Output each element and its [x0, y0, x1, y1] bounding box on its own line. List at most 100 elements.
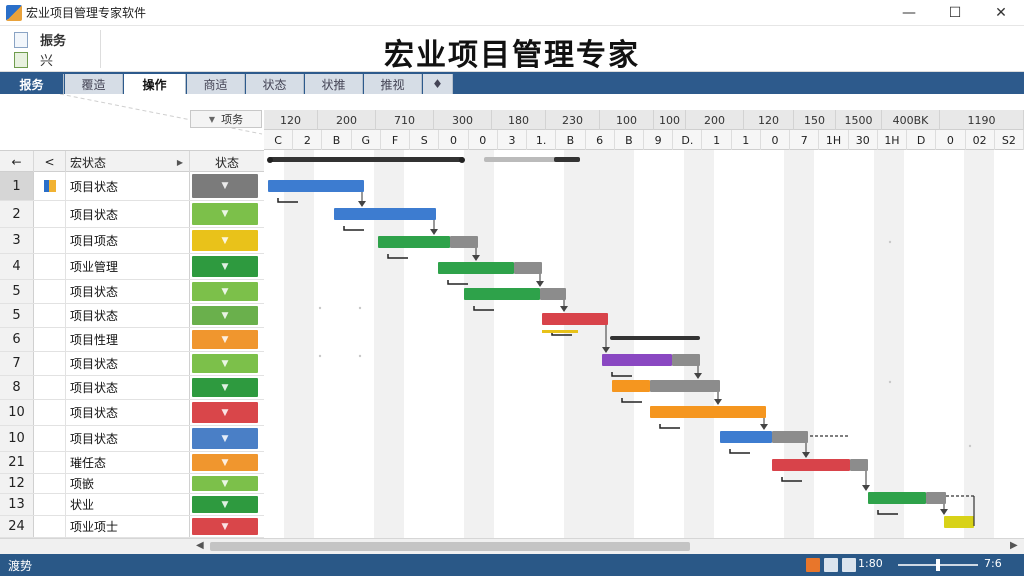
row-number[interactable]: 21	[0, 452, 34, 473]
progress-bar[interactable]	[926, 492, 946, 504]
timeline-bottom-label[interactable]: 02	[966, 130, 995, 150]
task-bar[interactable]	[602, 354, 672, 366]
status-dropdown[interactable]: ▼	[192, 330, 258, 349]
task-bar[interactable]	[772, 459, 850, 471]
table-row[interactable]: 24 项业项士▼	[0, 516, 264, 538]
row-number[interactable]: 12	[0, 474, 34, 493]
timeline-top-label[interactable]: 100	[600, 110, 654, 130]
task-bar[interactable]	[650, 406, 766, 418]
milestone-bar[interactable]	[542, 330, 578, 333]
status-dropdown[interactable]: ▼	[192, 203, 258, 225]
gantt-view-icon[interactable]	[806, 558, 820, 572]
horizontal-scrollbar[interactable]: ◀ ▶	[0, 538, 1024, 554]
task-bar[interactable]	[464, 288, 540, 300]
toolbar-item-xing[interactable]: 兴	[14, 50, 53, 69]
task-name[interactable]: 项目状态	[66, 172, 190, 200]
calendar-view-icon[interactable]	[824, 558, 838, 572]
timeline-bottom-label[interactable]: C	[264, 130, 294, 150]
status-dropdown[interactable]: ▼	[192, 518, 258, 535]
summary-bar[interactable]	[554, 157, 580, 162]
row-number[interactable]: 5	[0, 280, 34, 303]
table-view-icon[interactable]	[842, 558, 856, 572]
timeline-top-label[interactable]: 120	[744, 110, 794, 130]
row-number[interactable]: 8	[0, 376, 34, 399]
column-header-nav-left[interactable]: ←	[0, 151, 34, 173]
toolbar-item-service[interactable]: 振务	[14, 30, 66, 49]
timeline-bottom-label[interactable]: 1H	[819, 130, 849, 150]
task-bar[interactable]	[720, 431, 772, 443]
timeline-top-label[interactable]: 300	[434, 110, 492, 130]
task-name[interactable]: 状业	[66, 494, 190, 515]
progress-bar[interactable]	[672, 354, 700, 366]
timeline-bottom-label[interactable]: 1.	[527, 130, 557, 150]
status-cell[interactable]: ▼	[190, 304, 260, 327]
scrollbar-thumb[interactable]	[210, 542, 690, 551]
timeline-bottom-label[interactable]: 1	[702, 130, 732, 150]
timeline-top-label[interactable]: 1190	[940, 110, 1024, 130]
timeline-bottom-label[interactable]: 9	[644, 130, 674, 150]
timeline-bottom-label[interactable]: 0	[761, 130, 791, 150]
timeline-bottom-label[interactable]: B	[615, 130, 644, 150]
status-cell[interactable]: ▼	[190, 494, 260, 515]
timeline-bottom-label[interactable]: G	[352, 130, 381, 150]
task-name[interactable]: 项目状态	[66, 376, 190, 399]
ribbon-tab-4[interactable]: 状态	[246, 74, 304, 94]
task-name[interactable]: 项嵌	[66, 474, 190, 493]
table-row[interactable]: 12 项嵌▼	[0, 474, 264, 494]
project-dropdown[interactable]: ▼ 项务	[190, 110, 262, 128]
timeline-bottom-label[interactable]: 0	[936, 130, 966, 150]
status-cell[interactable]: ▼	[190, 280, 260, 303]
zoom-slider-knob[interactable]	[936, 559, 940, 571]
status-cell[interactable]: ▼	[190, 228, 260, 253]
task-bar[interactable]	[378, 236, 450, 248]
timeline-bottom-label[interactable]: 30	[849, 130, 878, 150]
task-name[interactable]: 项目状态	[66, 201, 190, 227]
status-cell[interactable]: ▼	[190, 172, 260, 200]
timeline-bottom-label[interactable]: B	[322, 130, 352, 150]
status-cell[interactable]: ▼	[190, 376, 260, 399]
summary-bar[interactable]	[610, 336, 700, 340]
table-row[interactable]: 8 项目状态▼	[0, 376, 264, 400]
ribbon-tab-6[interactable]: 推视	[364, 74, 422, 94]
status-dropdown[interactable]: ▼	[192, 454, 258, 471]
scroll-right-icon[interactable]: ▶	[1010, 540, 1018, 551]
status-cell[interactable]: ▼	[190, 452, 260, 473]
timeline-top-label[interactable]: 400BK	[882, 110, 940, 130]
status-dropdown[interactable]: ▼	[192, 476, 258, 491]
status-cell[interactable]: ▼	[190, 352, 260, 375]
progress-bar[interactable]	[772, 431, 808, 443]
task-bar[interactable]	[334, 208, 436, 220]
timeline-top-label[interactable]: 180	[492, 110, 546, 130]
task-name[interactable]: 项目状态	[66, 426, 190, 451]
timeline-bottom-label[interactable]: 0	[439, 130, 469, 150]
task-bar[interactable]	[612, 380, 650, 392]
task-name[interactable]: 项目状态	[66, 400, 190, 425]
task-name[interactable]: 项目状态	[66, 352, 190, 375]
row-number[interactable]: 5	[0, 304, 34, 327]
table-row[interactable]: 5 项目状态▼	[0, 280, 264, 304]
task-name[interactable]: 项目状态	[66, 280, 190, 303]
status-dropdown[interactable]: ▼	[192, 256, 258, 277]
column-header-nav-prev[interactable]: <	[34, 151, 66, 173]
task-bar[interactable]	[944, 516, 974, 528]
status-cell[interactable]: ▼	[190, 474, 260, 493]
row-number[interactable]: 13	[0, 494, 34, 515]
task-bar[interactable]	[868, 492, 926, 504]
task-name[interactable]: 项业项士	[66, 516, 190, 537]
timeline-bottom-label[interactable]: F	[381, 130, 411, 150]
status-cell[interactable]: ▼	[190, 201, 260, 227]
minimize-button[interactable]: —	[902, 5, 916, 21]
status-cell[interactable]: ▼	[190, 328, 260, 351]
ribbon-tab-5[interactable]: 状推	[305, 74, 363, 94]
row-number[interactable]: 1	[0, 172, 34, 200]
row-number[interactable]: 6	[0, 328, 34, 351]
status-dropdown[interactable]: ▼	[192, 306, 258, 325]
row-number[interactable]: 24	[0, 516, 34, 537]
status-dropdown[interactable]: ▼	[192, 174, 258, 198]
